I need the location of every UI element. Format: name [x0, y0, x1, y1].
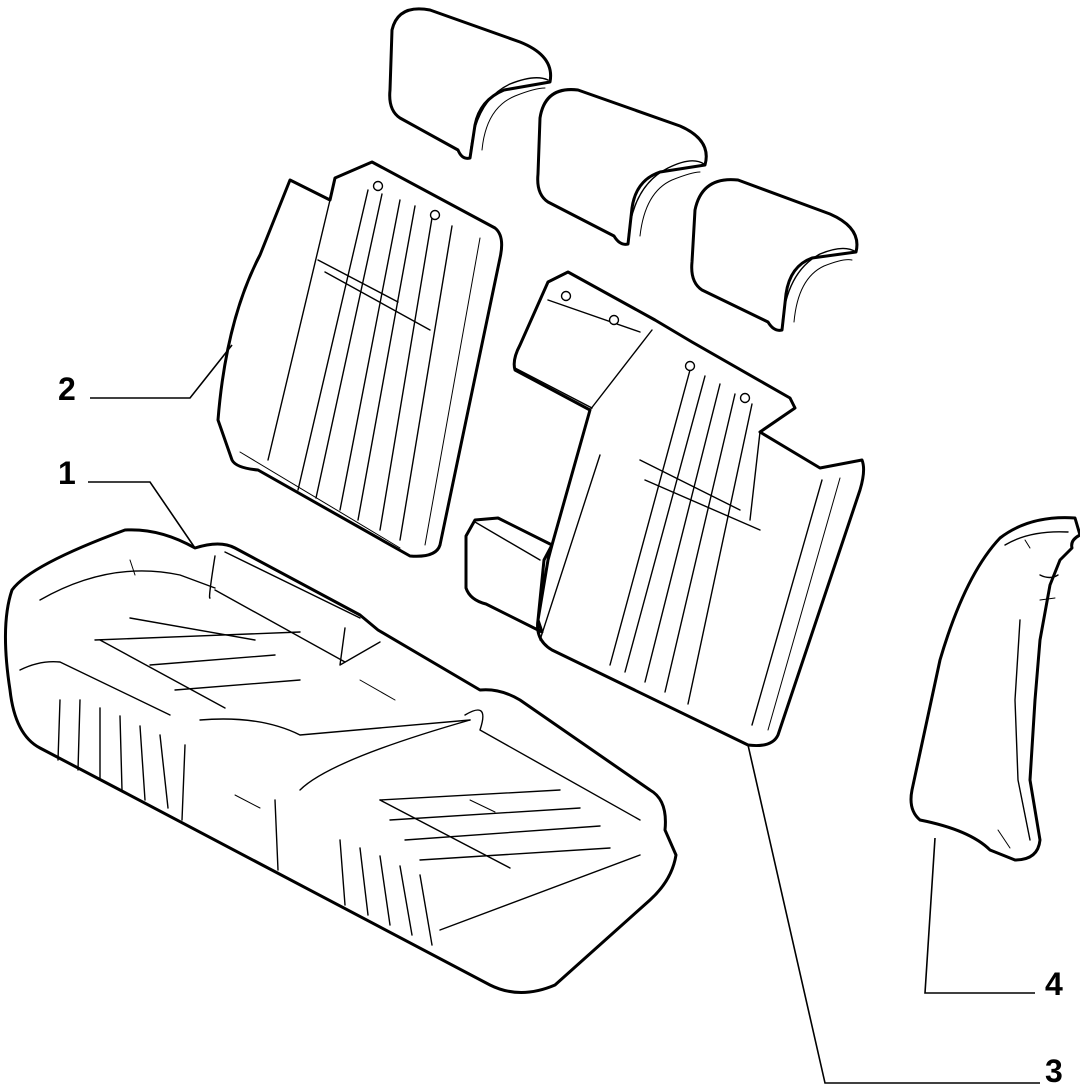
headrest-left [388, 7, 553, 160]
callout-3: 3 [1045, 1053, 1063, 1087]
side-bolster [909, 516, 1080, 862]
leader-line-3 [747, 744, 1040, 1084]
callout-1: 1 [58, 455, 76, 491]
headrest-center [536, 88, 708, 246]
leader-line-2 [90, 344, 233, 399]
leader-lines [88, 344, 1040, 1084]
backrest-left [216, 160, 504, 558]
callout-4: 4 [1045, 966, 1063, 1002]
backrest-right [464, 270, 866, 747]
leader-line-4 [924, 837, 1035, 994]
leader-line-1 [88, 481, 196, 549]
headrest-right [690, 178, 859, 332]
seat-cushion [3, 528, 678, 994]
callout-2: 2 [58, 371, 76, 407]
